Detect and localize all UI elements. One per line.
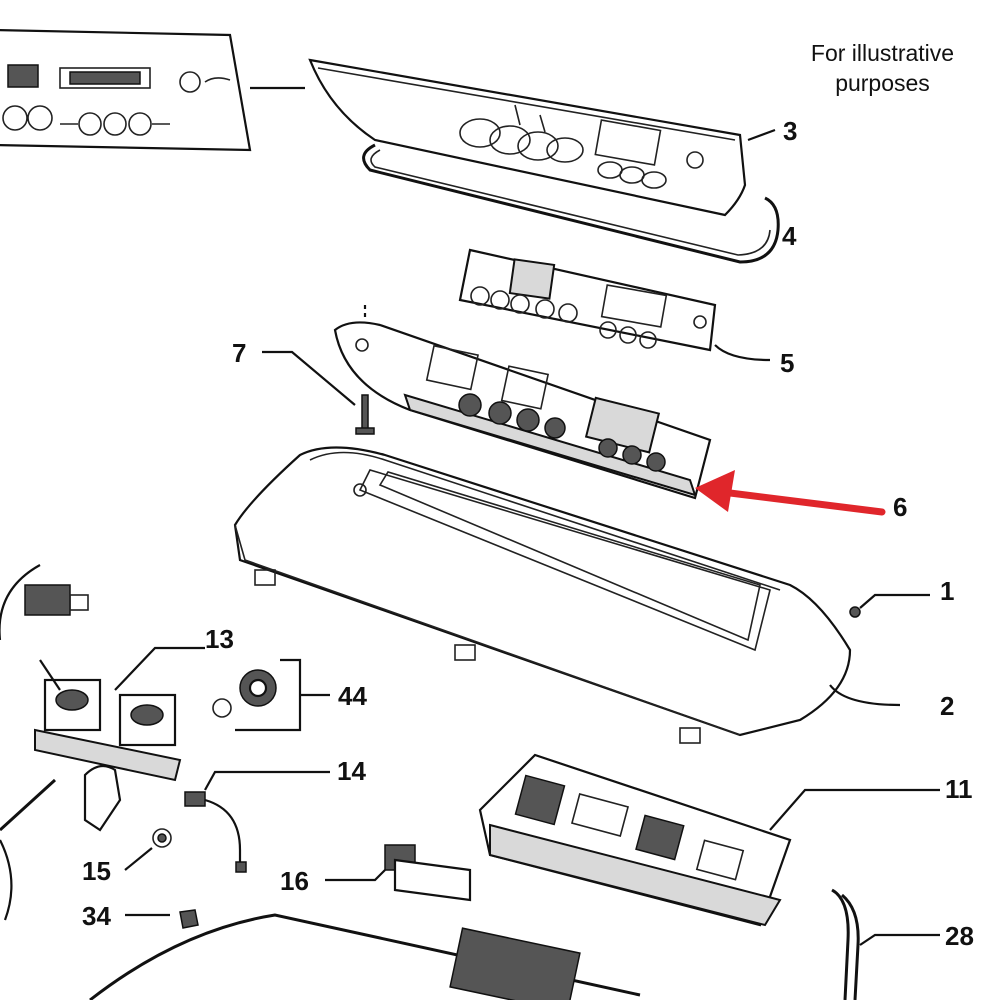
- part-13-inlet-valve: [34, 646, 205, 832]
- part-44-nut-washer: [212, 658, 330, 732]
- control-panel-overlay-detail: [0, 29, 305, 152]
- part-15-nut: [124, 828, 172, 871]
- part-1-screw: [849, 593, 930, 618]
- callout-label: 4: [782, 221, 797, 251]
- part-4-gasket: [362, 143, 780, 264]
- callout-label: 34: [82, 901, 111, 931]
- part-14-sensor: [184, 770, 330, 873]
- callout-label: 3: [783, 116, 797, 146]
- callout-label: 6: [893, 492, 907, 522]
- callout-label: 16: [280, 866, 309, 896]
- highlight-arrow: [695, 470, 886, 516]
- callout-label: 1: [940, 576, 954, 606]
- part-7-screw: [262, 305, 375, 435]
- part-5-display-membrane: [458, 248, 771, 362]
- illustrative-note: For illustrative purposes: [790, 38, 975, 98]
- callout-label: 2: [940, 691, 954, 721]
- top-cover-edge: [89, 913, 641, 1005]
- callout-label: 7: [232, 338, 246, 368]
- illustrative-note-line1: For illustrative: [810, 40, 955, 66]
- callout-label: 15: [82, 856, 111, 886]
- part-6-control-board: [333, 321, 712, 500]
- callout-label: 44: [338, 681, 367, 711]
- callout-label: 5: [780, 348, 794, 378]
- part-3-overlay: [308, 58, 776, 217]
- part-16-switch: [325, 844, 472, 902]
- part-28-harness: [831, 888, 940, 1001]
- callout-label: 11: [945, 774, 973, 804]
- illustrative-note-line2: purposes: [835, 70, 930, 96]
- callout-label: 28: [945, 921, 974, 951]
- connector-detail: [0, 564, 89, 921]
- part-34-clip: [125, 909, 199, 929]
- callout-label: 13: [205, 624, 234, 654]
- callout-labels: 1 2 3 4 5 6 7 11 13 14 15 16 28 34 44: [82, 116, 974, 951]
- callout-label: 14: [337, 756, 366, 786]
- part-2-console: [233, 446, 901, 744]
- part-11-main-board: [478, 753, 940, 927]
